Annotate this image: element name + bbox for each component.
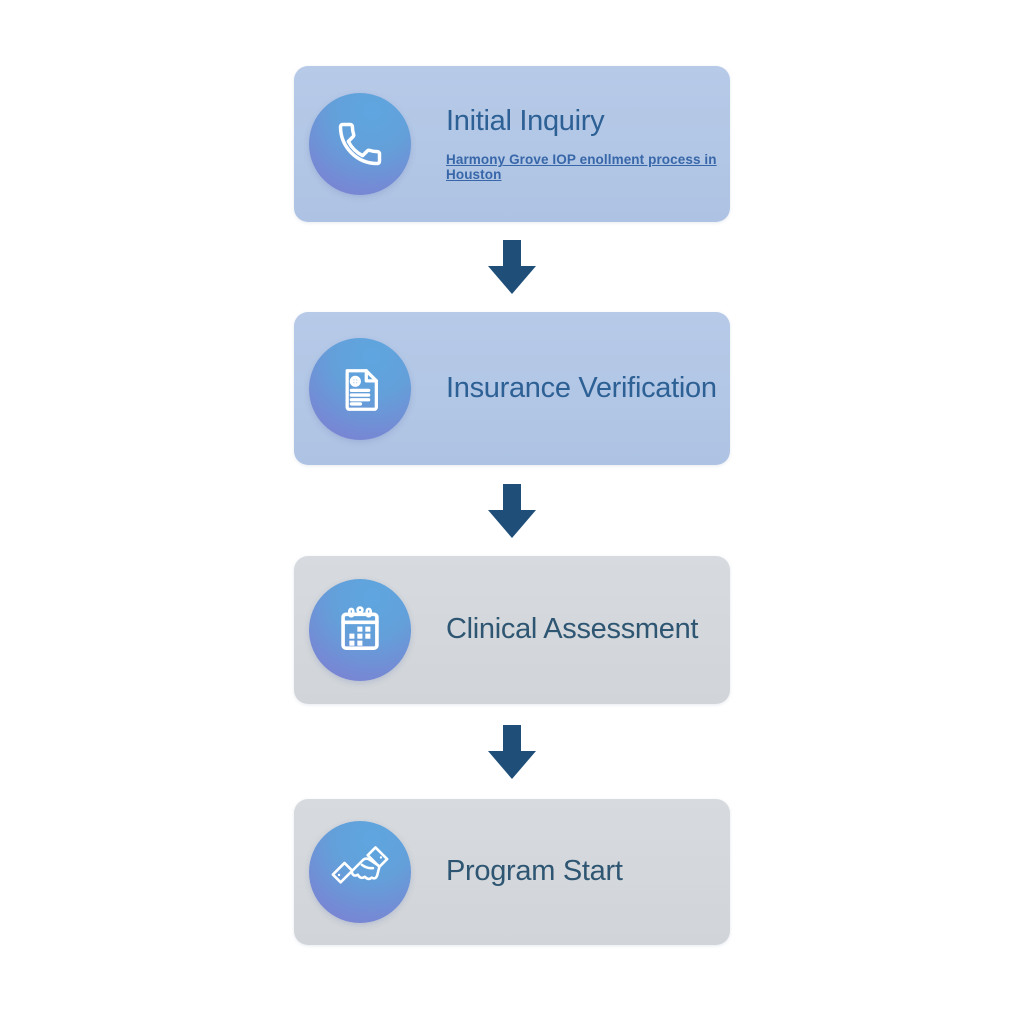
step-icon-badge	[309, 337, 411, 440]
step-clinical-assessment: Clinical Assessment	[294, 556, 730, 704]
step-title: Program Start	[446, 855, 623, 888]
down-arrow-icon	[488, 724, 536, 779]
step-icon-badge	[309, 579, 411, 681]
down-arrow-icon	[488, 240, 536, 294]
connector-gap	[294, 704, 730, 799]
step-text: Program Start	[446, 855, 623, 888]
step-title: Clinical Assessment	[446, 613, 699, 646]
connector-gap	[294, 222, 730, 312]
phone-icon	[338, 122, 382, 166]
step-text: Clinical Assessment	[446, 613, 699, 646]
handshake-icon	[331, 846, 389, 884]
step-insurance-verification: Insurance Verification	[294, 312, 730, 465]
step-program-start: Program Start	[294, 799, 730, 945]
down-arrow-icon	[488, 483, 536, 538]
step-text: Initial Inquiry Harmony Grove IOP enollm…	[446, 104, 730, 183]
calendar-icon	[341, 606, 379, 650]
step-icon-badge	[309, 821, 411, 923]
connector-gap	[294, 465, 730, 556]
step-title: Insurance Verification	[446, 371, 717, 404]
step-initial-inquiry: Initial Inquiry Harmony Grove IOP enollm…	[294, 66, 730, 222]
step-icon-badge	[309, 93, 411, 195]
step-title: Initial Inquiry	[446, 104, 605, 137]
step-text: Insurance Verification	[446, 371, 717, 405]
enrollment-flowchart: Initial Inquiry Harmony Grove IOP enollm…	[294, 66, 730, 945]
step-subtitle-link[interactable]: Harmony Grove IOP enollment process in H…	[446, 152, 717, 183]
document-icon	[345, 368, 378, 411]
